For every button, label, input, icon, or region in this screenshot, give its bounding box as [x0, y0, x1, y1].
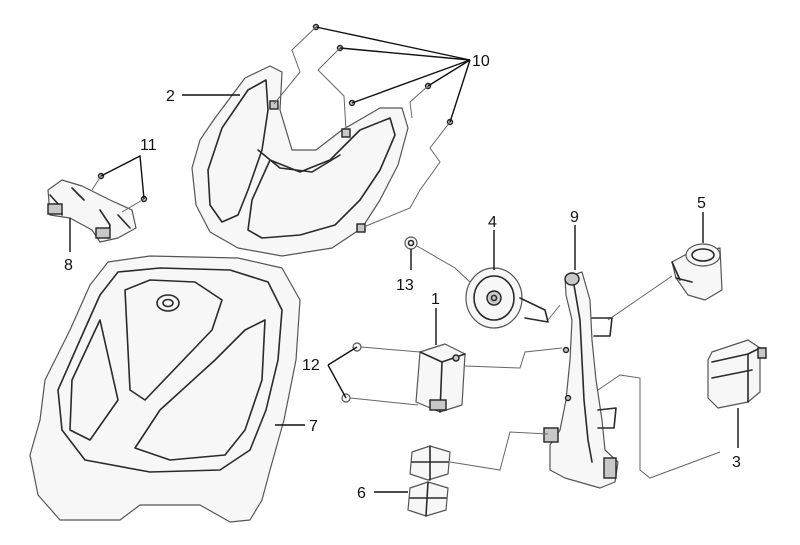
- mount-bracket-part-9: [543, 225, 721, 489]
- screws-part-11: [91, 154, 148, 213]
- relay-part-5: [607, 212, 723, 321]
- callout-12: 12: [302, 357, 320, 374]
- callout-6: 6: [357, 485, 366, 502]
- flasher-part-1: [415, 308, 563, 413]
- callout-7: 7: [309, 418, 318, 435]
- callout-8: 8: [64, 257, 73, 274]
- bracket-part-8: [47, 179, 137, 243]
- horn-part-4: [465, 230, 561, 329]
- nut-part-13: [404, 236, 471, 283]
- screws-part-10: [273, 23, 471, 227]
- nuts-part-12: [327, 342, 421, 406]
- callout-4: 4: [488, 214, 497, 231]
- callout-3: 3: [732, 454, 741, 471]
- callout-5: 5: [697, 195, 706, 212]
- connectors-part-6: [374, 431, 549, 517]
- regulator-part-3: [707, 339, 767, 448]
- callout-10: 10: [472, 53, 490, 70]
- callout-2: 2: [166, 88, 175, 105]
- callout-1: 1: [431, 291, 440, 308]
- callout-11: 11: [140, 137, 157, 154]
- headlight-cover-part-2: [191, 65, 409, 257]
- callout-9: 9: [570, 209, 579, 226]
- callout-13: 13: [396, 277, 414, 294]
- front-shield-part-7: [29, 255, 301, 523]
